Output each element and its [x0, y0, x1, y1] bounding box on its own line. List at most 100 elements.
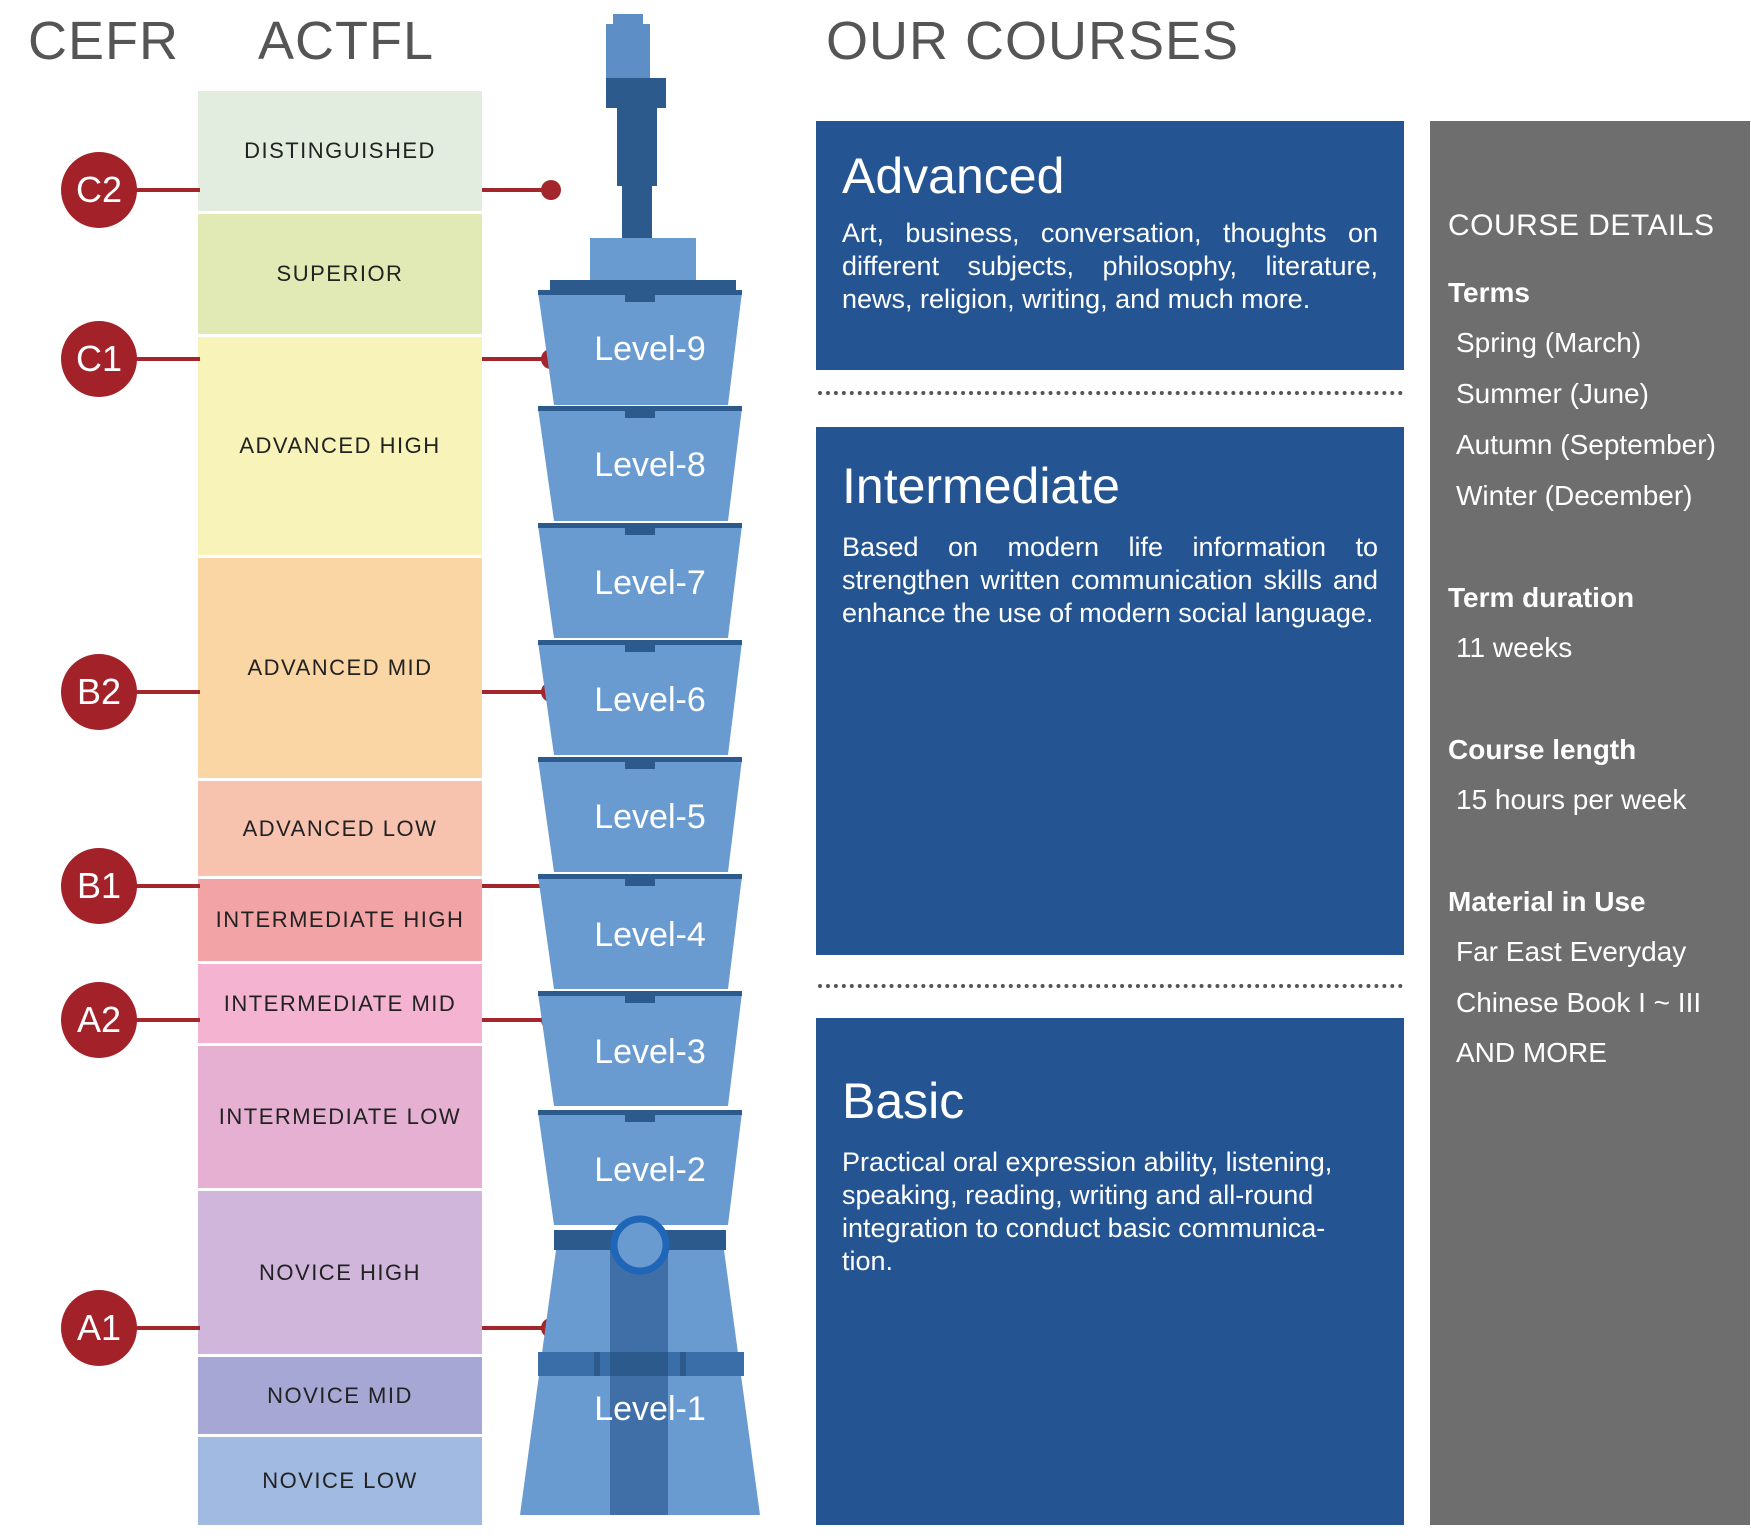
course-divider [818, 984, 1403, 988]
actfl-band-label: NOVICE HIGH [259, 1259, 421, 1285]
tower-level-label-2: Level-2 [594, 1151, 706, 1189]
cefr-connector-right [482, 1018, 550, 1022]
cefr-connector-left [120, 690, 200, 694]
tower-section-2 [538, 1110, 742, 1225]
actfl-band-label: DISTINGUISHED [244, 138, 436, 163]
tower-top-ledge [550, 280, 736, 290]
actfl-band-intermediate-low: INTERMEDIATE LOW [198, 1046, 482, 1188]
cefr-badge-b1: B1 [61, 848, 137, 924]
tower-level-label-1: Level-1 [594, 1390, 706, 1428]
actfl-band-label: NOVICE LOW [262, 1468, 418, 1493]
tower-base-column [610, 1250, 668, 1515]
term-duration-heading: Term duration [1448, 582, 1635, 613]
term-item: Spring (March) [1456, 327, 1642, 358]
tower-illustration [520, 14, 760, 1515]
term-item: Autumn (September) [1456, 429, 1716, 460]
tower-spire-collar [606, 78, 666, 108]
actfl-band-novice-mid: NOVICE MID [198, 1357, 482, 1434]
cefr-connector-left [120, 1018, 200, 1022]
cefr-badge-c1: C1 [61, 321, 137, 397]
course-description: Practical oral expression ability, liste… [842, 1147, 1333, 1276]
actfl-band-advanced-low: ADVANCED LOW [198, 781, 482, 876]
cefr-connector-dot [541, 180, 561, 200]
tower-section-3 [538, 991, 742, 1106]
tower-spire-cap [613, 14, 643, 24]
course-title: Advanced [842, 148, 1065, 204]
cefr-connector-right [482, 884, 550, 888]
tower-level-label-4: Level-4 [594, 916, 706, 954]
course-length-value: 15 hours per week [1456, 784, 1687, 815]
tower-section-6 [538, 640, 742, 755]
actfl-band-label: ADVANCED LOW [242, 815, 438, 841]
tower-ring-icon [610, 1215, 670, 1275]
actfl-band-label: NOVICE MID [267, 1382, 413, 1408]
our-courses-header: OUR COURSES [826, 11, 1240, 71]
tower-base-belt-center [610, 1352, 668, 1376]
tower-base-belt-mark [680, 1352, 686, 1376]
actfl-band-label: ADVANCED MID [247, 655, 433, 680]
actfl-band-advanced-high: ADVANCED HIGH [198, 337, 482, 555]
actfl-band-label: INTERMEDIATE MID [223, 990, 457, 1016]
cefr-connector-right [482, 690, 550, 694]
actfl-band-label: SUPERIOR [276, 261, 404, 286]
tower-section-8 [538, 406, 742, 521]
actfl-band-novice-high: NOVICE HIGH [198, 1191, 482, 1354]
course-card-advanced: Advanced Art, business, conversation, th… [816, 121, 1404, 370]
cefr-connector-left [120, 884, 200, 888]
cefr-badge-a1: A1 [61, 1290, 137, 1366]
term-item: Winter (December) [1456, 480, 1693, 511]
cefr-connector-right [482, 1326, 550, 1330]
tower-level-label-8: Level-8 [594, 446, 706, 484]
actfl-header: ACTFL [258, 11, 435, 71]
course-card-basic: Basic Practical oral expression ability,… [816, 1018, 1404, 1525]
tower-section-4 [538, 874, 742, 989]
actfl-band-novice-low: NOVICE LOW [198, 1437, 482, 1525]
tower-section-5 [538, 757, 742, 872]
cefr-connector-right [482, 188, 550, 192]
cefr-badge-c2: C2 [61, 152, 137, 228]
actfl-band-advanced-mid: ADVANCED MID [198, 558, 482, 778]
tower-section-9 [538, 290, 742, 405]
cefr-badge-a2: A2 [61, 982, 137, 1058]
course-details-title: COURSE DETAILS [1448, 209, 1715, 242]
tower-level-label-7: Level-7 [594, 564, 706, 602]
material-item: AND MORE [1456, 1037, 1607, 1068]
tower-section-7 [538, 523, 742, 638]
actfl-band-superior: SUPERIOR [198, 214, 482, 334]
tower-spire-top [606, 24, 650, 78]
course-description: Art, business, conversation, thoughts on… [842, 218, 1378, 314]
material-item: Far East Everyday [1456, 936, 1687, 967]
tower-level-label-5: Level-5 [594, 798, 706, 836]
actfl-band-intermediate-mid: INTERMEDIATE MID [198, 964, 482, 1043]
actfl-band-intermediate-high: INTERMEDIATE HIGH [198, 879, 482, 961]
cefr-connector-right [482, 357, 550, 361]
actfl-band-label: INTERMEDIATE HIGH [215, 907, 465, 932]
term-item: Summer (June) [1456, 378, 1649, 409]
course-title: Intermediate [842, 458, 1120, 514]
cefr-header: CEFR [28, 11, 179, 71]
course-length-heading: Course length [1448, 734, 1637, 765]
tower-spire-base [590, 238, 696, 282]
tower-spire-neck [622, 186, 652, 238]
actfl-band-distinguished: DISTINGUISHED [198, 91, 482, 211]
tower-level-label-3: Level-3 [594, 1033, 706, 1071]
course-description: Based on modern life information to stre… [842, 532, 1378, 628]
cefr-connector-left [120, 357, 200, 361]
tower-spire-mid [617, 108, 657, 186]
actfl-band-label: INTERMEDIATE LOW [218, 1104, 462, 1129]
material-item: Chinese Book I ~ III [1456, 987, 1702, 1018]
course-divider [818, 391, 1403, 395]
tower-level-label-9: Level-9 [594, 330, 706, 368]
tower-base-belt-mark [594, 1352, 600, 1376]
term-duration-value: 11 weeks [1456, 632, 1573, 663]
terms-heading: Terms [1448, 277, 1530, 308]
course-card-intermediate: Intermediate Based on modern life inform… [816, 427, 1404, 955]
actfl-band-label: ADVANCED HIGH [239, 433, 441, 458]
tower-level-label-6: Level-6 [594, 681, 706, 719]
cefr-connector-left [120, 1326, 200, 1330]
cefr-connector-left [120, 188, 200, 192]
cefr-badge-b2: B2 [61, 654, 137, 730]
material-heading: Material in Use [1448, 886, 1646, 917]
course-title: Basic [842, 1073, 965, 1129]
course-details-panel: COURSE DETAILS Terms Spring (March) Summ… [1430, 121, 1750, 1525]
